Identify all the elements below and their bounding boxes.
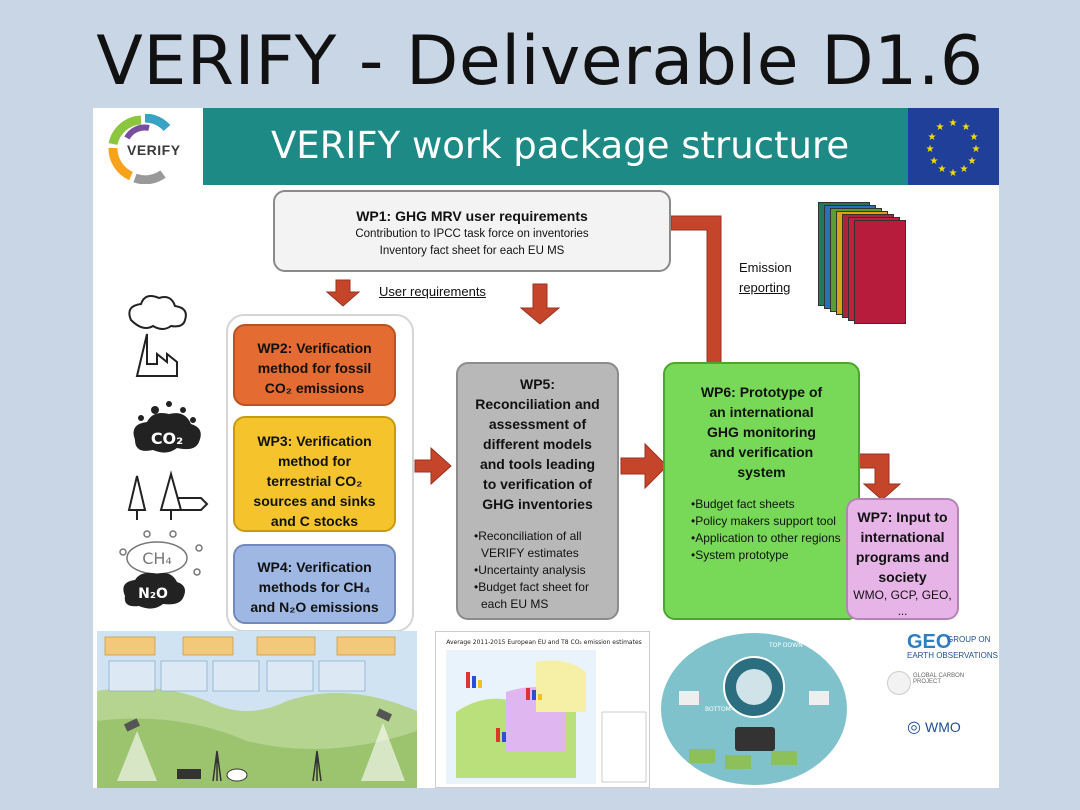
svg-text:★: ★ (938, 164, 947, 175)
wp5-box: WP5: Reconciliation and assessment of di… (456, 362, 619, 620)
svg-text:★: ★ (928, 132, 937, 143)
wp1-box: WP1: GHG MRV user requirements Contribut… (273, 190, 671, 272)
wp7-line-1: WP7: Input to (857, 509, 948, 525)
wp3-line-5: and C stocks (270, 513, 359, 529)
svg-text:★: ★ (936, 122, 945, 133)
wp5-line-7: GHG inventories (482, 496, 593, 512)
geo-text-1: GROUP ON (947, 635, 991, 644)
wp7-sub: WMO, GCP, GEO, (853, 588, 952, 602)
wp6-bullet-1: •Budget fact sheets (691, 497, 795, 511)
svg-text:★: ★ (970, 132, 979, 143)
svg-text:★: ★ (949, 118, 958, 129)
bottomup-label: BOTTOM-UP (705, 706, 741, 713)
wp4-line-1: WP4: Verification (257, 559, 372, 575)
europe-map-panel: Average 2011-2015 European EU and T8 CO₂… (435, 631, 650, 788)
eu-flag-icon: ★★★ ★★★ ★★★ ★★★ (908, 108, 999, 185)
partner-logos: GEO GROUP ON EARTH OBSERVATIONS GLOBAL C… (883, 631, 999, 788)
wp5-bullets: •Reconciliation of all VERIFY estimates … (458, 528, 617, 613)
wp7-line-4: society (878, 569, 927, 585)
wp4-line-3: and N₂O emissions (250, 599, 379, 615)
wp6-line-2: an international (709, 404, 814, 420)
wp6-bullet-3: •Application to other regions (691, 531, 841, 545)
header-title: VERIFY work package structure (271, 124, 850, 167)
wp5-line-4: different models (483, 436, 592, 452)
slide-title: VERIFY - Deliverable D1.6 (96, 22, 984, 101)
map-title: Average 2011-2015 European EU and T8 CO₂… (446, 639, 642, 646)
svg-text:★: ★ (972, 144, 981, 155)
wp6-bullets: •Budget fact sheets •Policy makers suppo… (665, 496, 858, 564)
wp7-line-2: international (860, 529, 945, 545)
logo-text: VERIFY (127, 142, 181, 158)
wp1-line-2: Inventory fact sheet for each EU MS (379, 245, 565, 257)
svg-text:★: ★ (968, 156, 977, 167)
geo-logo: GEO (907, 631, 952, 653)
reporting-label: reporting (739, 280, 791, 295)
wp3-line-3: terrestrial CO₂ (266, 473, 363, 489)
wp3-line-2: method for (277, 453, 352, 469)
wp6-box: WP6: Prototype of an international GHG m… (663, 362, 860, 620)
wp5-bullet-3: •Budget fact sheet for each EU MS (474, 580, 589, 611)
wp2-line-2: method for fossil (257, 360, 372, 376)
wp5-line-2: Reconciliation and (475, 396, 600, 412)
svg-text:★: ★ (930, 156, 939, 167)
wp1-line-1: Contribution to IPCC task force on inven… (355, 228, 589, 240)
wp1-title: WP1: GHG MRV user requirements (356, 208, 588, 224)
report-stack-icon (818, 202, 928, 324)
wp2-line-3: CO₂ emissions (264, 380, 365, 396)
wp5-line-6: to verification of (483, 476, 592, 492)
gcp-logo-text: GLOBAL CARBON PROJECT (913, 673, 965, 685)
flow-arrows (325, 215, 902, 501)
user-requirements-label: User requirements (379, 284, 486, 299)
header-band: VERIFY work package structure (203, 108, 908, 185)
topdown-label: TOP DOWN (768, 642, 803, 649)
wp6-line-5: system (737, 464, 786, 480)
co2-icon-label: CO₂ (151, 429, 183, 448)
wp4-line-2: methods for CH₄ (258, 579, 371, 595)
wmo-icon: ◎ (907, 719, 921, 736)
wmo-logo-text: WMO (925, 719, 961, 735)
emission-label: Emission (739, 260, 792, 275)
wp5-line-5: and tools leading (479, 456, 596, 472)
wp6-bullet-2: •Policy makers support tool (691, 514, 836, 528)
wp4-box: WP4: Verification methods for CH₄ and N₂… (233, 544, 396, 624)
svg-text:★: ★ (960, 164, 969, 175)
work-package-figure: VERIFY VERIFY work package structure ★★★… (93, 108, 999, 788)
gcp-globe-icon (887, 671, 911, 695)
wp2-line-1: WP2: Verification (257, 340, 372, 356)
svg-text:★: ★ (926, 144, 935, 155)
wp7-line-3: programs and (855, 549, 950, 565)
wp7-box: WP7: Input to international programs and… (846, 498, 959, 620)
topdown-bottomup-illustration: TOP DOWN BOTTOM-UP (659, 631, 849, 788)
wp5-line-3: assessment of (488, 416, 587, 432)
wp3-line-1: WP3: Verification (257, 433, 372, 449)
wp6-line-1: WP6: Prototype of (700, 384, 823, 400)
gas-icons: CO₂ CH₄ N₂O (119, 295, 209, 609)
n2o-icon-label: N₂O (138, 586, 168, 602)
wp6-line-3: GHG monitoring (707, 424, 816, 440)
verify-logo: VERIFY (101, 113, 201, 185)
ch4-icon-label: CH₄ (142, 549, 172, 568)
svg-text:★: ★ (949, 168, 958, 179)
wp5-line-1: WP5: (520, 376, 555, 392)
wp5-bullet-2: •Uncertainty analysis (474, 563, 586, 577)
wp3-line-4: sources and sinks (253, 493, 376, 509)
wp7-more: ... (897, 606, 908, 618)
wp3-box: WP3: Verification method for terrestrial… (233, 416, 396, 532)
geo-text-2: EARTH OBSERVATIONS (907, 651, 998, 660)
wp6-bullet-4: •System prototype (691, 548, 789, 562)
svg-text:★: ★ (962, 122, 971, 133)
wp6-line-4: and verification (709, 444, 814, 460)
satellite-illustration (97, 631, 417, 788)
wp5-bullet-1: •Reconciliation of all VERIFY estimates (474, 529, 582, 560)
wp2-box: WP2: Verification method for fossil CO₂ … (233, 324, 396, 406)
